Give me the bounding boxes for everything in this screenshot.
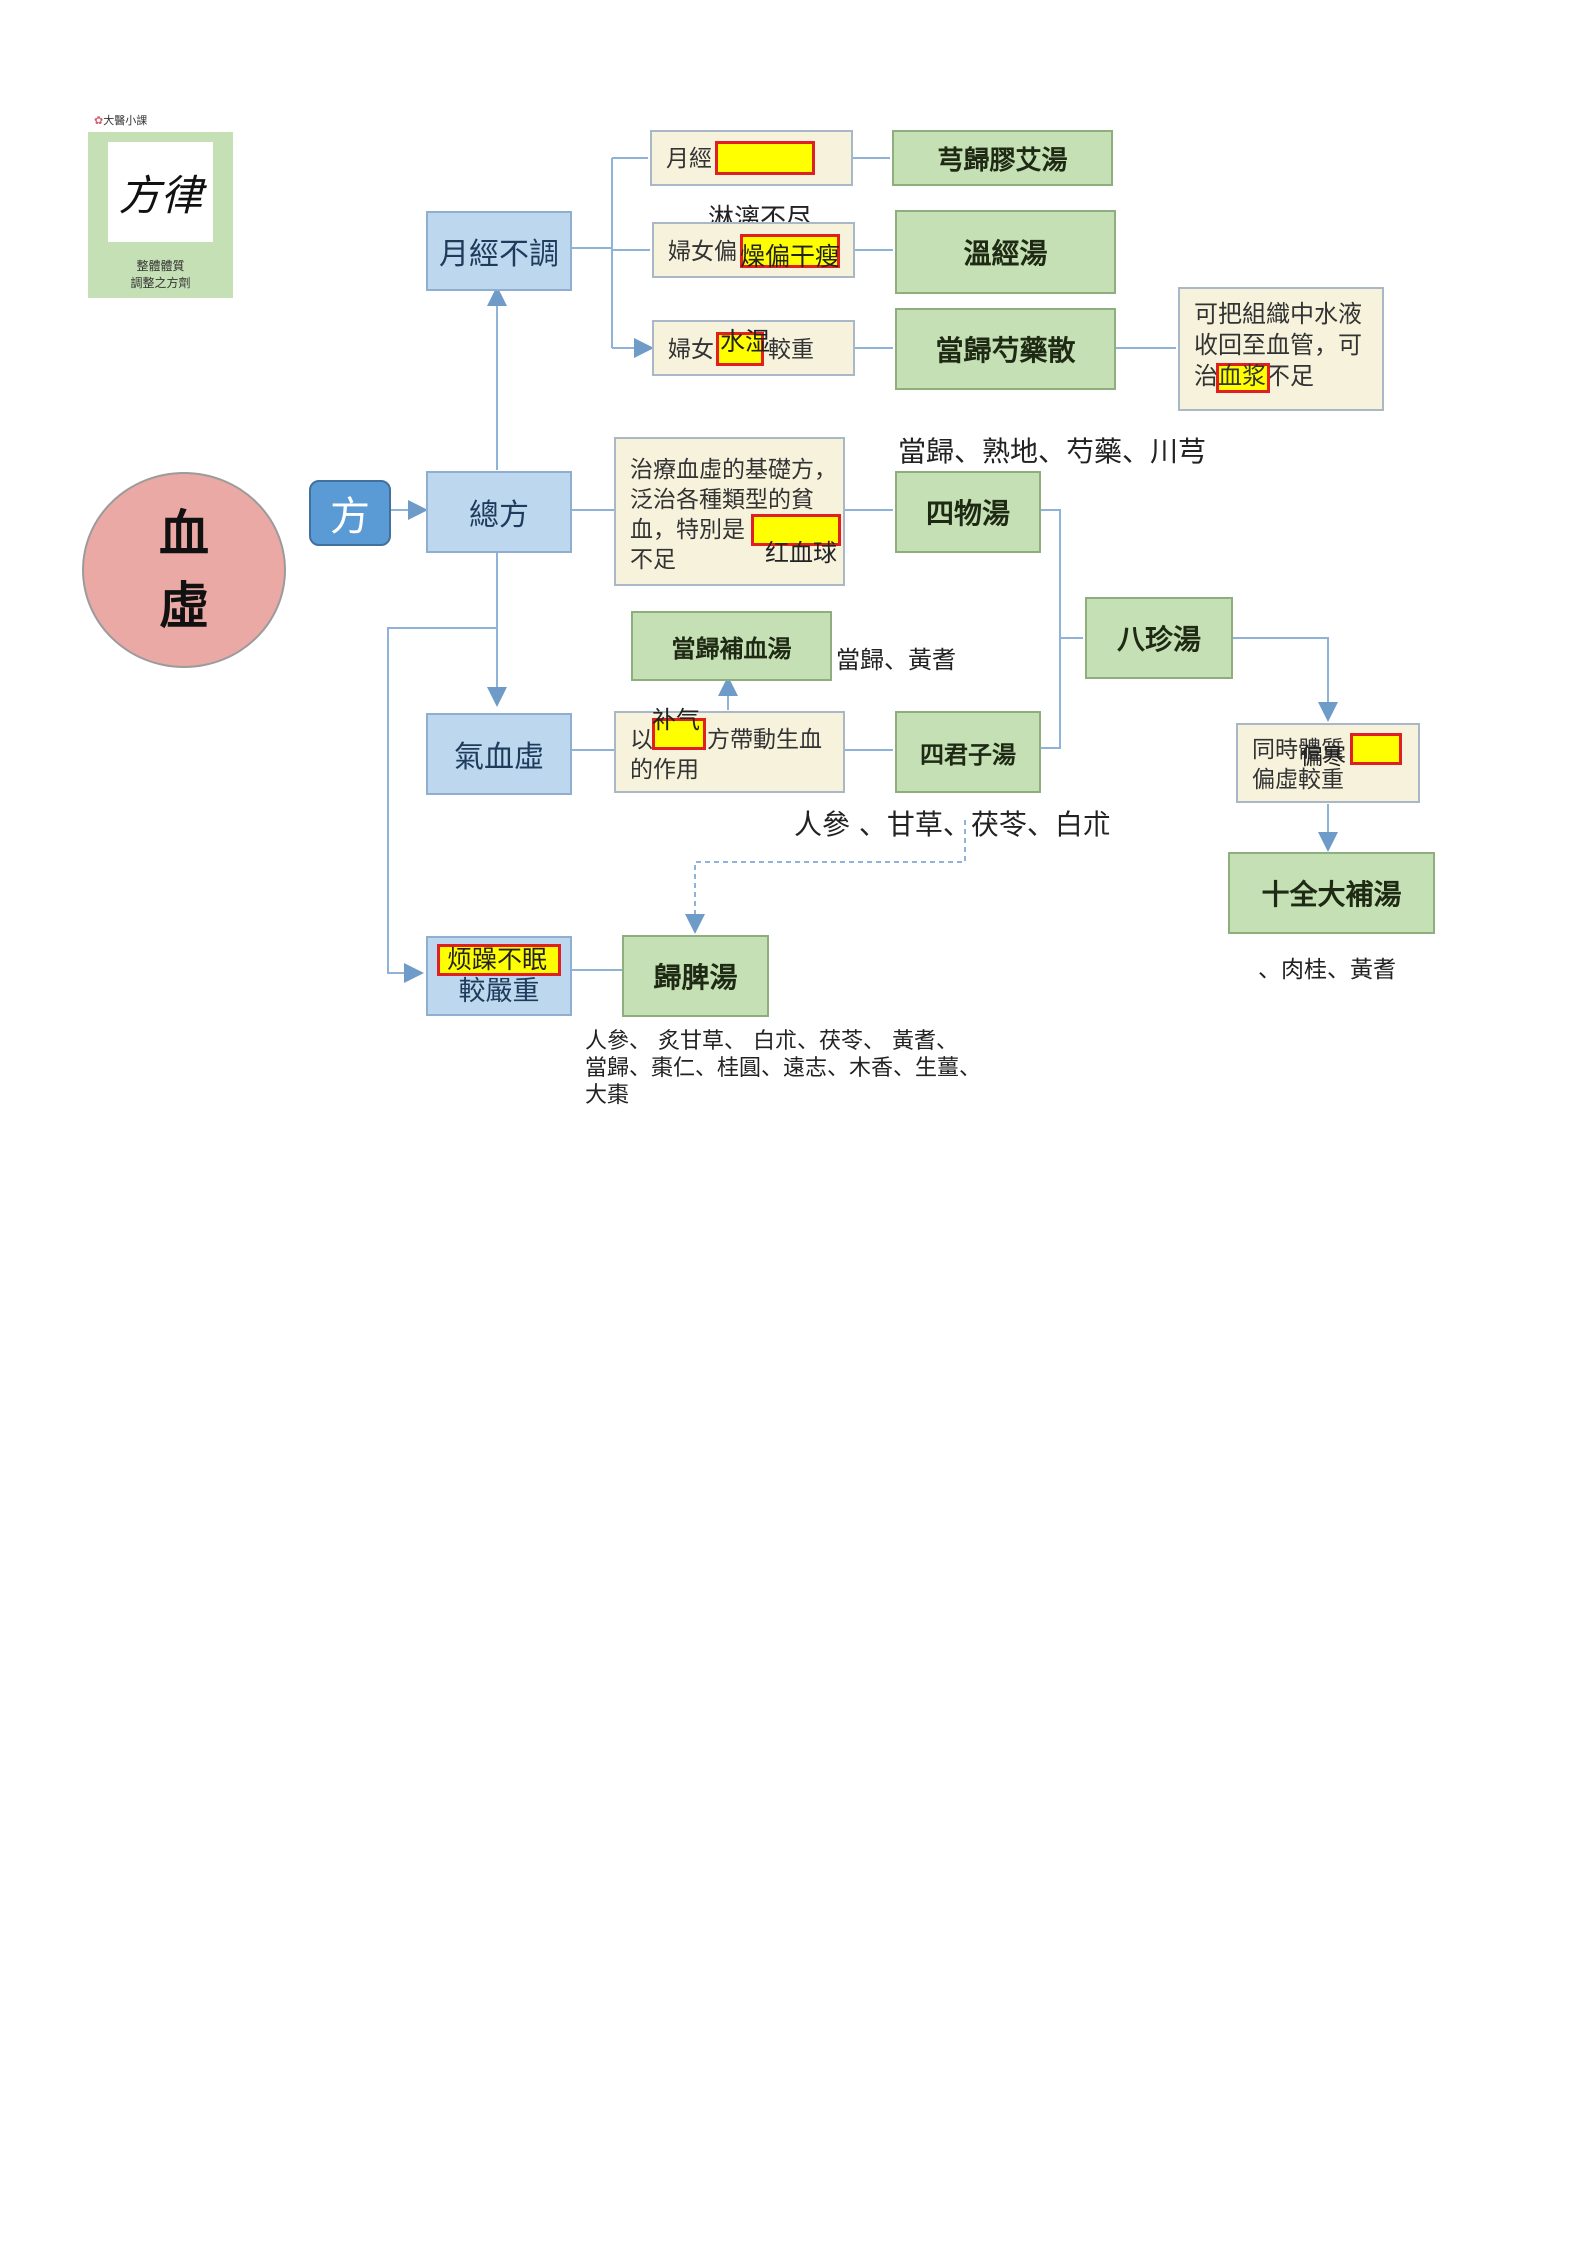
desc-qi-line1: 以方帶動生血 [630,727,822,753]
desc-siwu: 治療血虛的基礎方， 泛治各種類型的貧 血，特別是 不足 [614,437,845,586]
desc-danggui-shaoyao-line2: 收回至血管，可 [1194,331,1362,359]
flower-icon: ✿ [94,114,104,127]
desc-shiquan-line2: 偏虛較重 [1252,767,1344,793]
formula-bazhen: 八珍湯 [1085,597,1233,679]
fang-badge: 方 [309,480,391,546]
condition-funu-shui-answer: 水湿 [720,327,771,356]
ingredients-sijunzi: 人參 、甘草、茯苓、白朮 [794,808,1111,841]
desc-qi-highlight [652,718,706,750]
desc-shiquan-answer: 偏寒 [1300,744,1346,770]
category-fanzao: 烦躁不眠 較嚴重 [426,936,572,1016]
desc-danggui-shaoyao-line1: 可把組織中水液 [1194,300,1362,328]
fanzao-highlight-text: 烦躁不眠 [447,945,548,974]
formula-guipi: 歸脾湯 [622,935,769,1017]
formula-xiongui-jiaoai: 芎歸膠艾湯 [892,130,1113,186]
ingredients-guipi-line3: 大棗 [585,1083,630,1108]
formula-wenjing: 溫經湯 [895,210,1116,294]
condition-funu-zao-highlight [740,234,840,268]
category-yuejing-butiao: 月經不調 [426,211,572,291]
desc-shiquan-line1: 同時體質 [1252,737,1344,763]
formula-shiquan-dabu: 十全大補湯 [1228,852,1435,934]
condition-funu-shui-prefix: 婦女 [668,337,714,363]
condition-yuejing-prefix: 月經 [666,146,712,172]
logo-panel: 方律 整體體質 調整之方劑 [88,132,233,298]
desc-qi-answer: 补气 [652,706,700,734]
logo-caption-2: 調整之方劑 [130,276,191,290]
ingredients-siwu: 當歸、熟地、芍藥、川芎 [898,435,1207,468]
desc-siwu-highlight [751,514,841,546]
formula-danggui-buxue: 當歸補血湯 [631,611,832,681]
formula-siwu: 四物湯 [895,471,1041,553]
logo-brand-tag: ✿大醫小課 [94,114,148,127]
desc-qi: 以方帶動生血 的作用 [614,711,845,793]
desc-siwu-line4: 不足 [630,547,676,573]
root-char-1: 血 [159,504,209,563]
condition-yuejing-highlight [715,141,815,175]
desc-siwu-line3: 血，特別是 [630,517,745,543]
condition-funu-shui-highlight [716,332,764,366]
condition-funu-shui-suffix: 較重 [768,337,814,363]
desc-shiquan-highlight [1350,733,1402,765]
ingredients-shiquan: 、肉桂、黃耆 [1258,957,1396,983]
desc-danggui-shaoyao-line3: 治 血浆 不足 [1194,361,1382,393]
category-qixuexu: 氣血虛 [426,713,572,795]
desc-danggui-shaoyao-answer: 血浆 [1218,362,1266,390]
ingredients-danggui-buxue: 當歸、黃耆 [836,646,956,674]
formula-danggui-shaoyao: 當歸芍藥散 [895,308,1116,390]
desc-siwu-answer: 红血球 [765,539,837,567]
fanzao-highlight-box [437,944,561,976]
category-zongfang: 總方 [426,471,572,553]
logo-calligraphy: 方律 [108,142,213,242]
logo: ✿大醫小課 方律 整體體質 調整之方劑 [88,110,233,298]
fanzao-label: 較嚴重 [458,976,540,1007]
desc-danggui-shaoyao-highlight [1216,363,1270,393]
desc-danggui-shaoyao: 可把組織中水液 收回至血管，可 治 血浆 不足 [1178,287,1384,411]
ingredients-guipi-line2: 當歸、棗仁、桂圓、遠志、木香、生薑、 [585,1056,982,1081]
root-char-2: 虛 [159,576,209,635]
desc-siwu-line2: 泛治各種類型的貧 [630,487,814,513]
desc-siwu-line1: 治療血虛的基礎方， [630,457,837,483]
logo-caption-1: 整體體質 [136,259,185,273]
formula-sijunzi: 四君子湯 [895,711,1041,793]
condition-funu-zao-answer: 燥偏干瘦 [740,242,841,271]
condition-funu-zao-prefix: 婦女偏 [668,239,737,265]
root-node-xuexu: 血 虛 [82,472,286,668]
desc-qi-line2: 的作用 [630,757,699,783]
ingredients-guipi-line1: 人參、 炙甘草、 白朮、茯苓、 黃耆、 [585,1029,958,1054]
